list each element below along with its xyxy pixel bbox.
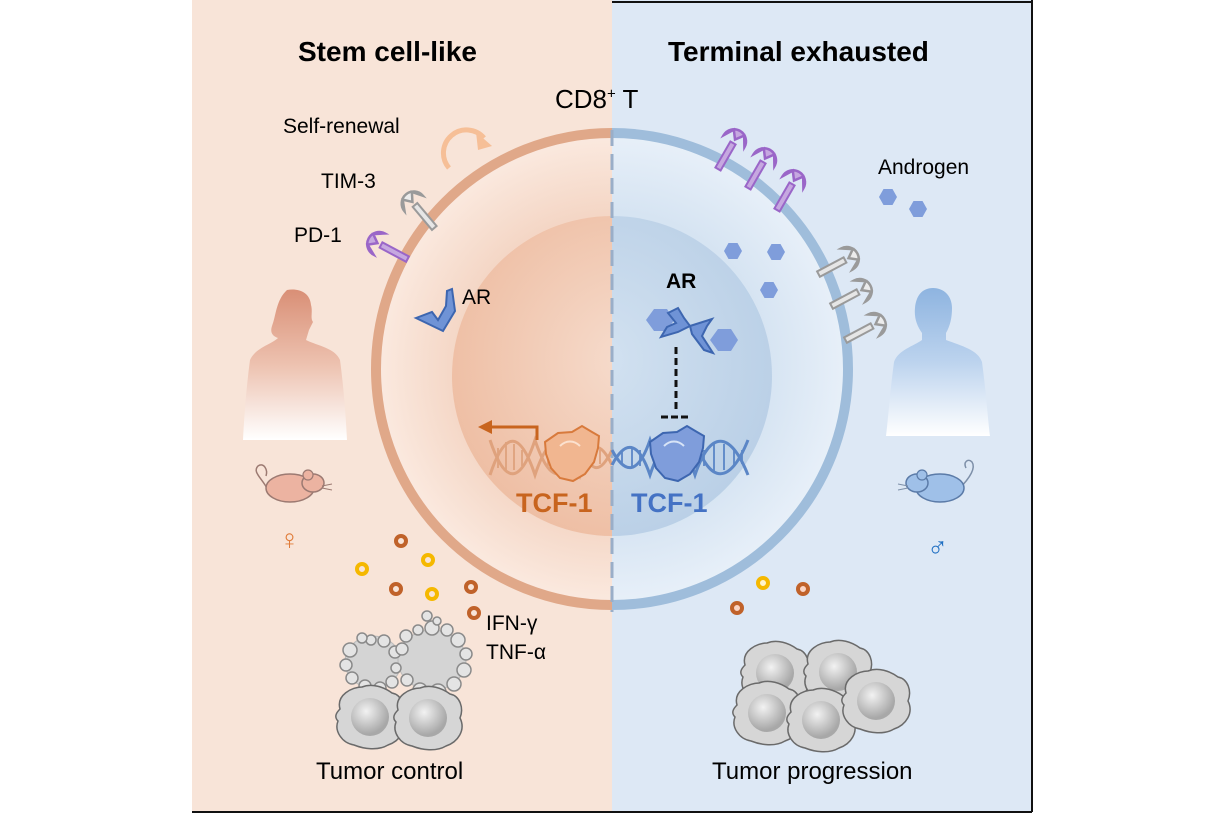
self-renewal-arrow-icon — [440, 127, 492, 170]
cytokine-ring-icon — [756, 576, 770, 590]
transcription-arrow-icon — [478, 420, 539, 440]
tumor-control-label: Tumor control — [316, 758, 464, 785]
male-human-icon — [886, 288, 990, 436]
right-panel-title: Terminal exhausted — [668, 36, 929, 67]
ar-label-right: AR — [666, 270, 697, 293]
ar-unbound-icon — [413, 287, 457, 333]
cytokine-ring-icon — [425, 587, 439, 601]
apoptotic-tumor-cells-icon — [335, 610, 473, 751]
cell-label-superscript: + — [607, 85, 616, 103]
left-panel-title: Stem cell-like — [298, 36, 477, 67]
inhibition-arrow-icon — [661, 347, 691, 419]
ar-label-left: AR — [462, 286, 492, 309]
cell-label-suffix: T — [615, 84, 639, 114]
tumor-progression-label: Tumor progression — [712, 758, 913, 785]
male-symbol-icon: ♂ — [927, 532, 948, 563]
cytokine-ring-icon — [467, 606, 481, 620]
tcf1-protein-right-icon — [648, 424, 706, 483]
cytokine-ring-icon — [796, 582, 810, 596]
tnf-alpha-label: TNF-α — [486, 641, 546, 664]
cytokine-ring-icon — [421, 553, 435, 567]
cytokine-ring-icon — [389, 582, 403, 596]
cytokine-ring-icon — [355, 562, 369, 576]
female-symbol-icon: ♀ — [279, 524, 300, 555]
cytokines-left — [355, 534, 481, 620]
pd1-label: PD-1 — [294, 224, 342, 247]
cell-label-main: CD8 — [555, 84, 608, 114]
cytokines-right — [730, 576, 810, 615]
ifn-gamma-label: IFN-γ — [486, 612, 538, 635]
female-mouse-icon — [255, 464, 333, 503]
cell-type-label: CD8+ T — [555, 84, 638, 115]
cytokine-ring-icon — [730, 601, 744, 615]
cytokine-ring-icon — [394, 534, 408, 548]
androgen-label: Androgen — [878, 156, 970, 179]
ar-androgen-complex-icon — [646, 306, 738, 355]
tcf1-label-right: TCF-1 — [631, 488, 708, 518]
self-renewal-label: Self-renewal — [283, 115, 400, 138]
male-mouse-icon — [897, 459, 974, 503]
female-human-icon — [243, 289, 347, 440]
tim3-label: TIM-3 — [321, 170, 376, 193]
cytokine-ring-icon — [464, 580, 478, 594]
tcf1-label-left: TCF-1 — [516, 488, 593, 518]
cell-right-half — [612, 128, 853, 610]
tcf1-protein-left-icon — [543, 424, 601, 483]
